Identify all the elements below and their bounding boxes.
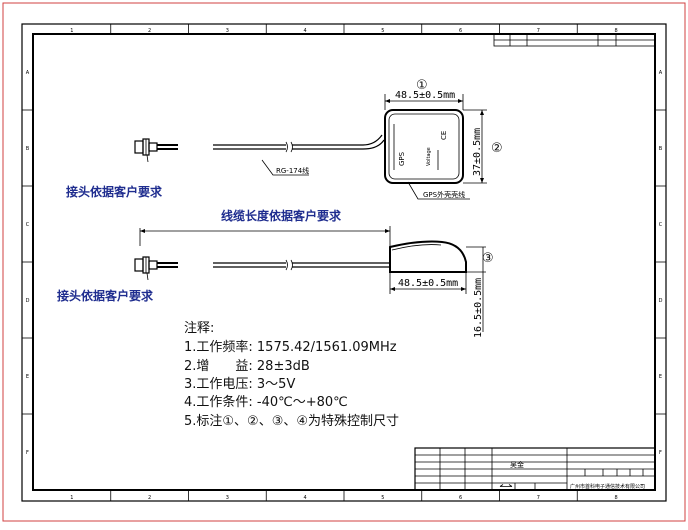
svg-text:GPS: GPS — [398, 151, 406, 166]
dim-height-side — [466, 246, 486, 332]
bottom-cable — [213, 259, 390, 271]
column-label: 1 — [70, 28, 73, 34]
svg-text:CE: CE — [440, 131, 448, 140]
row-label: E — [659, 374, 662, 380]
dim-height-side-label: 16.5±0.5mm — [473, 278, 484, 338]
outer-border — [2, 2, 686, 522]
row-label: A — [26, 70, 30, 76]
column-label: 2 — [148, 28, 151, 34]
column-label: 2 — [148, 495, 151, 501]
cable-type-leader — [261, 159, 309, 176]
dim-width-bottom-label: 48.5±0.5mm — [398, 278, 458, 289]
connector-label-bottom: 接头依据客户要求 — [57, 288, 154, 303]
column-label: 3 — [226, 495, 229, 501]
row-ticks: A A B B C C D D E E F F — [22, 70, 666, 456]
row-label: D — [26, 298, 30, 304]
column-label: 4 — [304, 495, 307, 501]
cable-type-label: RG-174线 — [276, 166, 309, 175]
row-label: A — [659, 70, 663, 76]
dim-height-right-label: 37±0.5mm — [472, 128, 483, 176]
dim-width-top — [384, 94, 464, 110]
row-label: C — [659, 222, 663, 228]
gps-housing-label: GPS外壳壳线 — [423, 190, 465, 199]
row-label: B — [26, 146, 30, 152]
top-cable — [213, 134, 385, 153]
gps-housing-leader — [407, 181, 470, 200]
note-line: 5.标注①、②、③、④为特殊控制尺寸 — [184, 414, 399, 429]
marker-2: ② — [491, 141, 503, 156]
column-label: 7 — [537, 28, 540, 34]
gps-antenna-side-view — [389, 240, 467, 273]
column-label: 6 — [459, 495, 462, 501]
row-label: E — [26, 374, 29, 380]
notes-block: 注释: 1.工作频率: 1575.42/1561.09MHz 2.增 益: 28… — [184, 321, 399, 429]
row-label: F — [26, 450, 29, 456]
dim-width-top-label: 48.5±0.5mm — [395, 90, 455, 101]
title-block-company: 广州市首科电子通信技术有限公司 — [570, 483, 645, 490]
row-label: B — [659, 146, 663, 152]
column-label: 7 — [537, 495, 540, 501]
note-line: 2.增 益: 28±3dB — [184, 359, 310, 374]
row-label: D — [659, 298, 663, 304]
marker-1: ① — [416, 78, 428, 93]
note-line: 1.工作频率: 1575.42/1561.09MHz — [184, 339, 397, 355]
top-connector — [134, 138, 178, 163]
column-label: 4 — [304, 28, 307, 34]
column-ticks: 1 1 2 2 3 3 4 4 5 5 6 6 7 7 8 8 — [70, 24, 618, 501]
gps-antenna-top-view: GPS Voltage CE — [384, 109, 464, 184]
dim-cable-length — [139, 226, 391, 246]
note-line: 4.工作条件: -40℃～+80℃ — [184, 394, 348, 410]
column-label: 3 — [226, 28, 229, 34]
dim-height-right — [463, 109, 487, 184]
marker-3: ③ — [482, 251, 494, 266]
bottom-connector — [134, 256, 178, 281]
column-label: 5 — [381, 28, 384, 34]
row-label: C — [26, 222, 30, 228]
svg-text:Voltage: Voltage — [426, 147, 432, 166]
connector-label-top: 接头依据客户要求 — [66, 184, 163, 199]
notes-title: 注释: — [184, 321, 214, 336]
dim-width-bottom — [389, 272, 467, 294]
column-label: 5 — [381, 495, 384, 501]
cable-length-label: 线缆长度依据客户要求 — [221, 208, 342, 223]
column-label: 6 — [459, 28, 462, 34]
note-line: 3.工作电压: 3～5V — [184, 377, 295, 392]
title-block — [414, 447, 656, 491]
revision-table — [493, 33, 656, 47]
title-block-value: 吴金 — [510, 460, 524, 469]
row-label: F — [659, 450, 662, 456]
column-label: 1 — [70, 495, 73, 501]
column-label: 8 — [615, 495, 618, 501]
column-label: 8 — [615, 28, 618, 34]
